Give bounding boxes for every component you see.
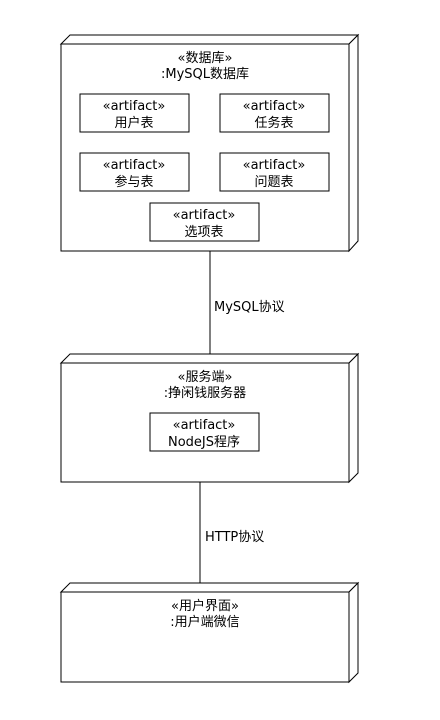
artifact-box	[219, 93, 330, 133]
artifact-question-table: «artifact» 问题表	[219, 152, 330, 192]
artifact-stereotype: «artifact»	[243, 158, 306, 173]
node-database-top-face	[59, 34, 360, 45]
artifact-box	[79, 152, 190, 192]
node-client: «用户界面» :用户端微信	[59, 581, 360, 684]
node-server: «服务端» :挣闲钱服务器 «artifact» NodeJS程序	[59, 352, 360, 484]
artifact-stereotype: «artifact»	[173, 418, 236, 433]
connection-server-client: HTTP协议	[199, 482, 264, 592]
node-database: «数据库» :MySQL数据库 «artifact» 用户表 «artifact…	[59, 33, 360, 253]
node-server-name: :挣闲钱服务器	[164, 385, 246, 401]
artifact-name: 任务表	[254, 115, 293, 131]
artifact-box	[79, 93, 190, 133]
artifact-user-table: «artifact» 用户表	[79, 93, 190, 133]
node-client-top-face	[59, 582, 360, 593]
artifact-stereotype: «artifact»	[243, 99, 306, 114]
connection-label-mysql: MySQL协议	[214, 300, 285, 315]
artifact-box	[149, 202, 260, 242]
artifact-task-table: «artifact» 任务表	[219, 93, 330, 133]
artifact-name: 参与表	[114, 174, 153, 190]
artifact-nodejs-program: «artifact» NodeJS程序	[149, 412, 260, 452]
connection-label-http: HTTP协议	[205, 530, 264, 545]
node-client-name: :用户端微信	[170, 614, 239, 630]
artifact-box	[149, 412, 260, 452]
artifact-name: 问题表	[254, 175, 293, 190]
node-server-top-face	[59, 353, 360, 364]
node-database-name: :MySQL数据库	[161, 66, 249, 82]
connection-db-server: MySQL协议	[209, 251, 285, 363]
node-server-side-face	[348, 352, 359, 484]
node-client-side-face	[348, 581, 359, 684]
artifact-stereotype: «artifact»	[103, 158, 166, 173]
artifact-name: 选项表	[184, 225, 223, 240]
artifact-participation-table: «artifact» 参与表	[79, 152, 190, 192]
artifact-box	[219, 152, 330, 192]
artifact-name: NodeJS程序	[168, 435, 240, 450]
node-database-stereotype: «数据库»	[178, 50, 233, 66]
node-client-front-face	[60, 591, 350, 683]
node-database-side-face	[348, 33, 359, 253]
node-server-stereotype: «服务端»	[178, 369, 233, 385]
artifact-name: 用户表	[114, 115, 153, 131]
artifact-stereotype: «artifact»	[103, 99, 166, 114]
artifact-option-table: «artifact» 选项表	[149, 202, 260, 242]
artifact-stereotype: «artifact»	[173, 208, 236, 223]
node-client-stereotype: «用户界面»	[171, 598, 239, 614]
